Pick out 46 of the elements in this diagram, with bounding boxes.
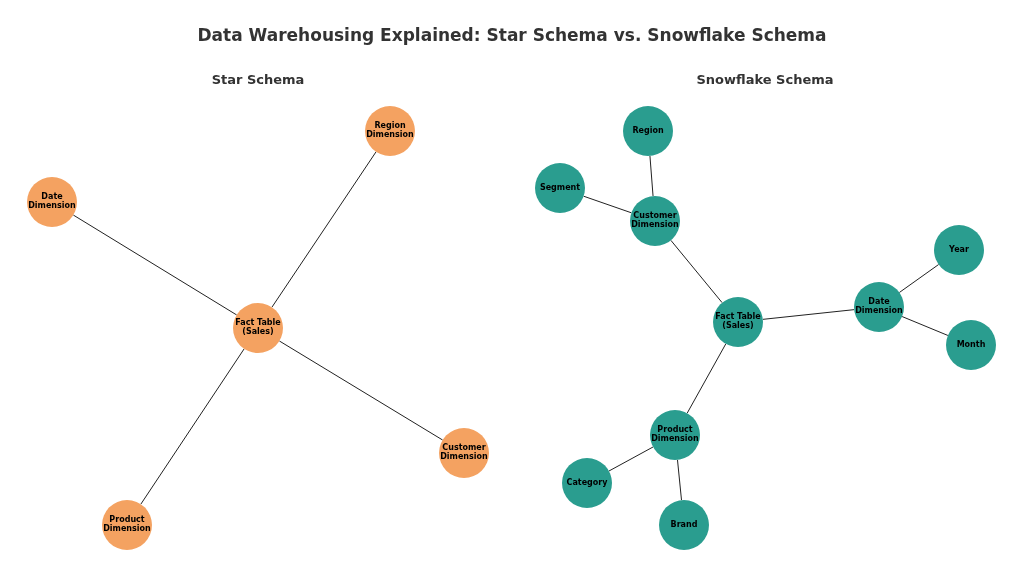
connector-line [762, 309, 855, 320]
connector-line [898, 264, 940, 293]
connector-line [72, 214, 238, 316]
circle-node [623, 106, 673, 156]
node-label: Customer Dimension [630, 212, 680, 230]
circle-node [659, 500, 709, 550]
node-label: Fact Table (Sales) [714, 313, 762, 331]
circle-node [562, 458, 612, 508]
connector-line [649, 155, 654, 197]
node-label: Category [565, 478, 609, 488]
circle-node [439, 428, 489, 478]
node-label: Brand [669, 520, 699, 530]
circle-node [233, 303, 283, 353]
subplot-title: Star Schema [211, 72, 305, 87]
node-label: Segment [538, 183, 582, 193]
connector-line [583, 195, 632, 214]
circle-node [650, 410, 700, 460]
connector-line [271, 151, 377, 308]
circle-node [934, 225, 984, 275]
circle-node [27, 177, 77, 227]
connector-line [140, 348, 245, 505]
circle-node [630, 196, 680, 246]
node-label: Region Dimension [365, 122, 415, 140]
circle-node [946, 320, 996, 370]
circle-node [713, 297, 763, 347]
connector-line [278, 340, 444, 441]
connector-line [686, 343, 727, 414]
circle-node [854, 282, 904, 332]
node-label: Fact Table (Sales) [234, 319, 282, 337]
node-label: Customer Dimension [439, 444, 489, 462]
connector-line [901, 316, 949, 336]
subplot-title: Snowflake Schema [696, 72, 834, 87]
node-label: Product Dimension [102, 516, 152, 534]
node-label: Year [948, 245, 970, 255]
connector-line [670, 239, 723, 304]
node-label: Month [955, 340, 987, 350]
circle-node [365, 106, 415, 156]
connector-line [608, 446, 654, 472]
connector-line [677, 459, 682, 501]
node-label: Product Dimension [650, 426, 700, 444]
circle-node [102, 500, 152, 550]
node-label: Date Dimension [27, 193, 77, 211]
chart-title: Data Warehousing Explained: Star Schema vs. Snowflake Schema [197, 25, 827, 45]
node-label: Date Dimension [854, 298, 904, 316]
node-label: Region [631, 126, 665, 136]
circle-node [535, 163, 585, 213]
